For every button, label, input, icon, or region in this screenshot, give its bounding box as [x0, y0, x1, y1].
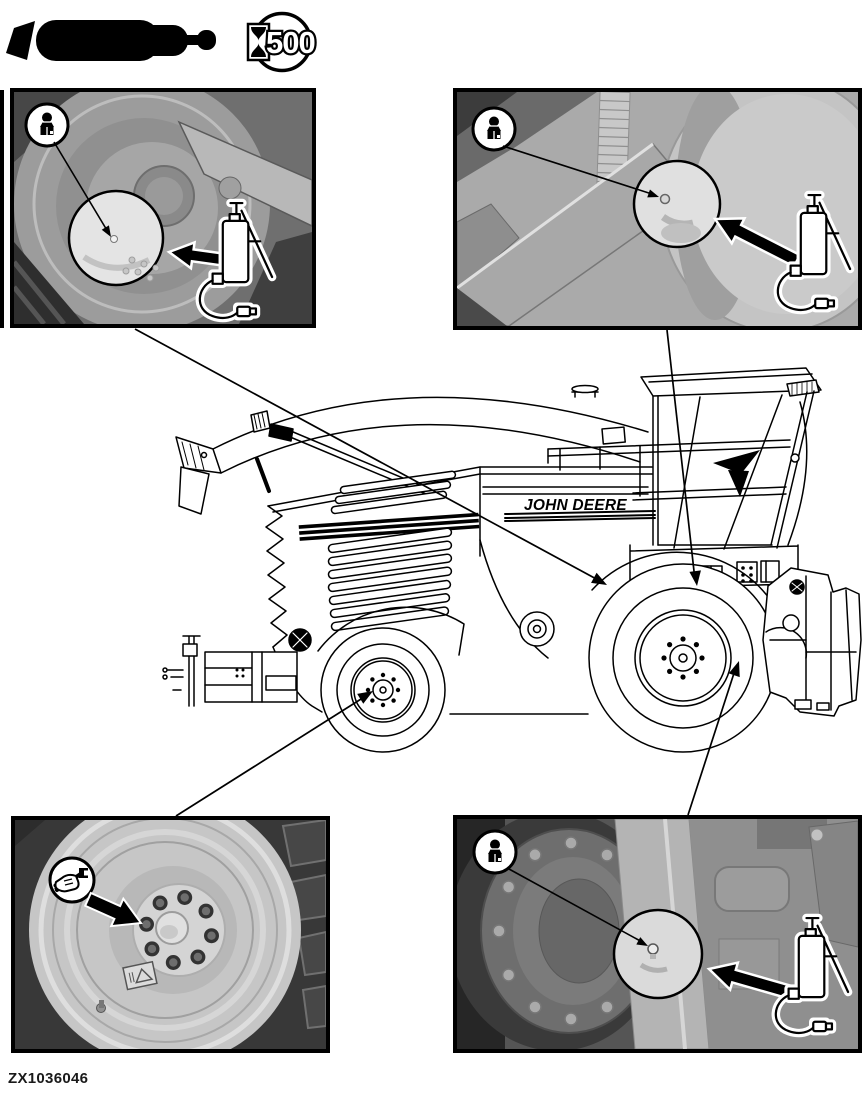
- operator-cab: [640, 367, 822, 550]
- hourglass-icon: [246, 22, 271, 62]
- grease-fitting-badge: [472, 829, 518, 875]
- badge-leader-line: [502, 145, 656, 196]
- photo-panel-top-left: [10, 88, 316, 328]
- discharge-spout: [175, 396, 649, 515]
- fuel-cap: [571, 384, 599, 398]
- service-interval-500-symbol: 500: [246, 11, 318, 73]
- brand-decal: [504, 510, 656, 522]
- hand-wrench-badge: [48, 856, 96, 904]
- photo-roller-grease-point: [457, 92, 858, 326]
- page-edge-crop-line: [0, 90, 4, 328]
- warning-decal: [122, 960, 158, 991]
- photo-wheel-rim-hub: [15, 820, 326, 1049]
- photo-axle-grease-point: [457, 819, 858, 1049]
- callout-line-top-right: [666, 329, 696, 581]
- header-attachment-bracket: [762, 567, 862, 717]
- photo-panel-top-right: [453, 88, 862, 330]
- highlight-circle: [632, 159, 722, 249]
- grease-point: [110, 235, 118, 243]
- interval-hours-label: 500: [266, 25, 315, 60]
- lug-bolts: [492, 836, 614, 1026]
- figure-id: ZX1036046: [8, 1070, 89, 1087]
- grease-gun-icon: [6, 20, 216, 61]
- highlight-circle: [612, 908, 704, 1000]
- grease-point: [647, 943, 659, 955]
- badge-leader-line: [508, 868, 645, 944]
- grease-point: [659, 193, 671, 205]
- callout-line-top-left: [134, 328, 601, 582]
- rear-hitch-implement: [162, 628, 312, 707]
- photo-drum-grease-point: [14, 92, 312, 324]
- photo-panel-bottom-right: [453, 815, 862, 1053]
- grease-fitting-badge: [24, 102, 70, 148]
- lug-bolts: [139, 890, 219, 970]
- brand-label: JOHN DEERE: [524, 497, 627, 514]
- front-drive-wheel: [588, 563, 778, 753]
- side-emblem: [519, 611, 555, 647]
- hood-louvers: [298, 470, 480, 632]
- platform-railing: [547, 426, 791, 501]
- front-fender-arc: [591, 551, 779, 613]
- callout-line-bottom-left: [175, 693, 370, 817]
- grease-fitting-badge: [471, 106, 517, 152]
- callout-lines: [134, 328, 740, 817]
- pointer-arrow: [83, 891, 143, 928]
- photo-panel-bottom-left: [11, 816, 330, 1053]
- callout-line-bottom-right: [687, 666, 737, 816]
- rear-fender-arc: [317, 606, 465, 656]
- rear-wheel: [320, 627, 446, 753]
- badge-leader-line: [53, 141, 109, 233]
